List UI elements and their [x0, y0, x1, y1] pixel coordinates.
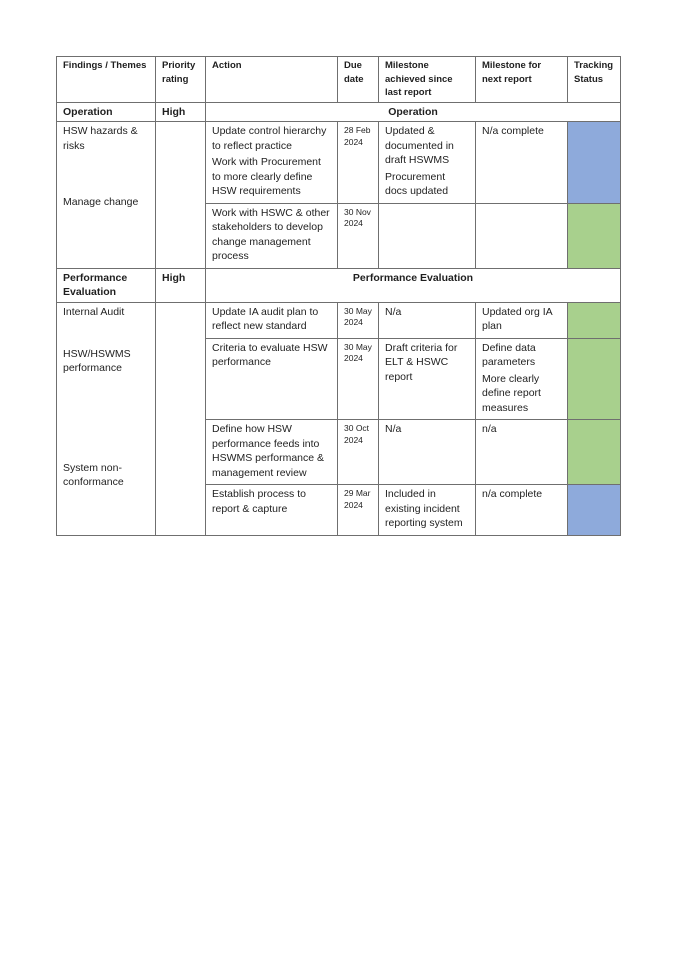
col-status: Tracking Status	[567, 56, 621, 103]
header-row: Findings / Themes Priority rating Action…	[56, 56, 621, 103]
next-cell: n/a complete	[475, 484, 568, 536]
section-priority: High	[155, 267, 206, 303]
col-findings: Findings / Themes	[56, 56, 156, 103]
next-cell: Updated org IA plan	[475, 301, 568, 339]
due-date: 28 Feb 2024	[337, 121, 379, 204]
finding-item: Manage change	[63, 196, 139, 208]
status-badge	[567, 202, 621, 269]
col-due: Due date	[337, 56, 379, 103]
finding-item: System non-conformance	[63, 461, 124, 489]
findings-cell: HSW hazards & risks Manage change	[56, 121, 156, 269]
action-cell: Establish process to report & capture	[205, 484, 338, 536]
col-priority: Priority rating	[155, 56, 206, 103]
action-plan-table: Findings / Themes Priority rating Action…	[56, 56, 621, 536]
table-row: Define how HSW performance feeds into HS…	[57, 419, 621, 485]
action-cell: Criteria to evaluate HSW performance	[205, 337, 338, 420]
achieved-cell	[378, 202, 476, 269]
achieved-cell: N/a	[378, 419, 476, 485]
action-cell: Update control hierarchy to reflect prac…	[205, 121, 338, 204]
table-row: Work with HSWC & other stakeholders to d…	[57, 202, 621, 269]
achieved-cell: Draft criteria for ELT & HSWC report	[378, 337, 476, 420]
action-cell: Update IA audit plan to reflect new stan…	[205, 301, 338, 339]
due-date: 30 May 2024	[337, 337, 379, 420]
finding-item: HSW hazards & risks	[63, 125, 138, 152]
section-row-performance: Performance Evaluation High Performance …	[56, 267, 621, 303]
status-badge	[567, 121, 621, 204]
table-row: Criteria to evaluate HSW performance 30 …	[57, 337, 621, 420]
section-title: Performance Evaluation	[205, 267, 621, 303]
col-action: Action	[205, 56, 338, 103]
col-achieved: Milestone achieved since last report	[378, 56, 476, 103]
status-badge	[567, 419, 621, 485]
due-date: 29 Mar 2024	[337, 484, 379, 536]
table-row: HSW hazards & risks Manage change Update…	[56, 121, 621, 269]
action-cell: Define how HSW performance feeds into HS…	[205, 419, 338, 485]
achieved-cell: Included in existing incident reporting …	[378, 484, 476, 536]
table-row: Internal Audit HSW/HSWMS performance Sys…	[56, 301, 621, 536]
achieved-cell: Updated & documented in draft HSWMS Proc…	[378, 121, 476, 204]
next-cell: Define data parameters More clearly defi…	[475, 337, 568, 420]
section-theme: Performance Evaluation	[56, 267, 156, 303]
next-cell	[475, 202, 568, 269]
finding-item: HSW/HSWMS performance	[63, 347, 131, 375]
col-next: Milestone for next report	[475, 56, 568, 103]
achieved-cell: N/a	[378, 301, 476, 339]
section-title: Operation	[205, 101, 621, 122]
priority-cell	[155, 301, 206, 536]
status-badge	[567, 484, 621, 536]
next-cell: n/a	[475, 419, 568, 485]
section-priority: High	[155, 101, 206, 122]
findings-cell: Internal Audit HSW/HSWMS performance Sys…	[56, 301, 156, 536]
section-row-operation: Operation High Operation	[56, 101, 621, 122]
due-date: 30 May 2024	[337, 301, 379, 339]
due-date: 30 Oct 2024	[337, 419, 379, 485]
due-date: 30 Nov 2024	[337, 202, 379, 269]
status-badge	[567, 337, 621, 420]
section-theme: Operation	[56, 101, 156, 122]
table-row: Establish process to report & capture 29…	[57, 484, 621, 536]
next-cell: N/a complete	[475, 121, 568, 204]
status-badge	[567, 301, 621, 339]
action-cell: Work with HSWC & other stakeholders to d…	[205, 202, 338, 269]
priority-cell	[155, 121, 206, 269]
finding-item: Internal Audit	[63, 305, 125, 318]
